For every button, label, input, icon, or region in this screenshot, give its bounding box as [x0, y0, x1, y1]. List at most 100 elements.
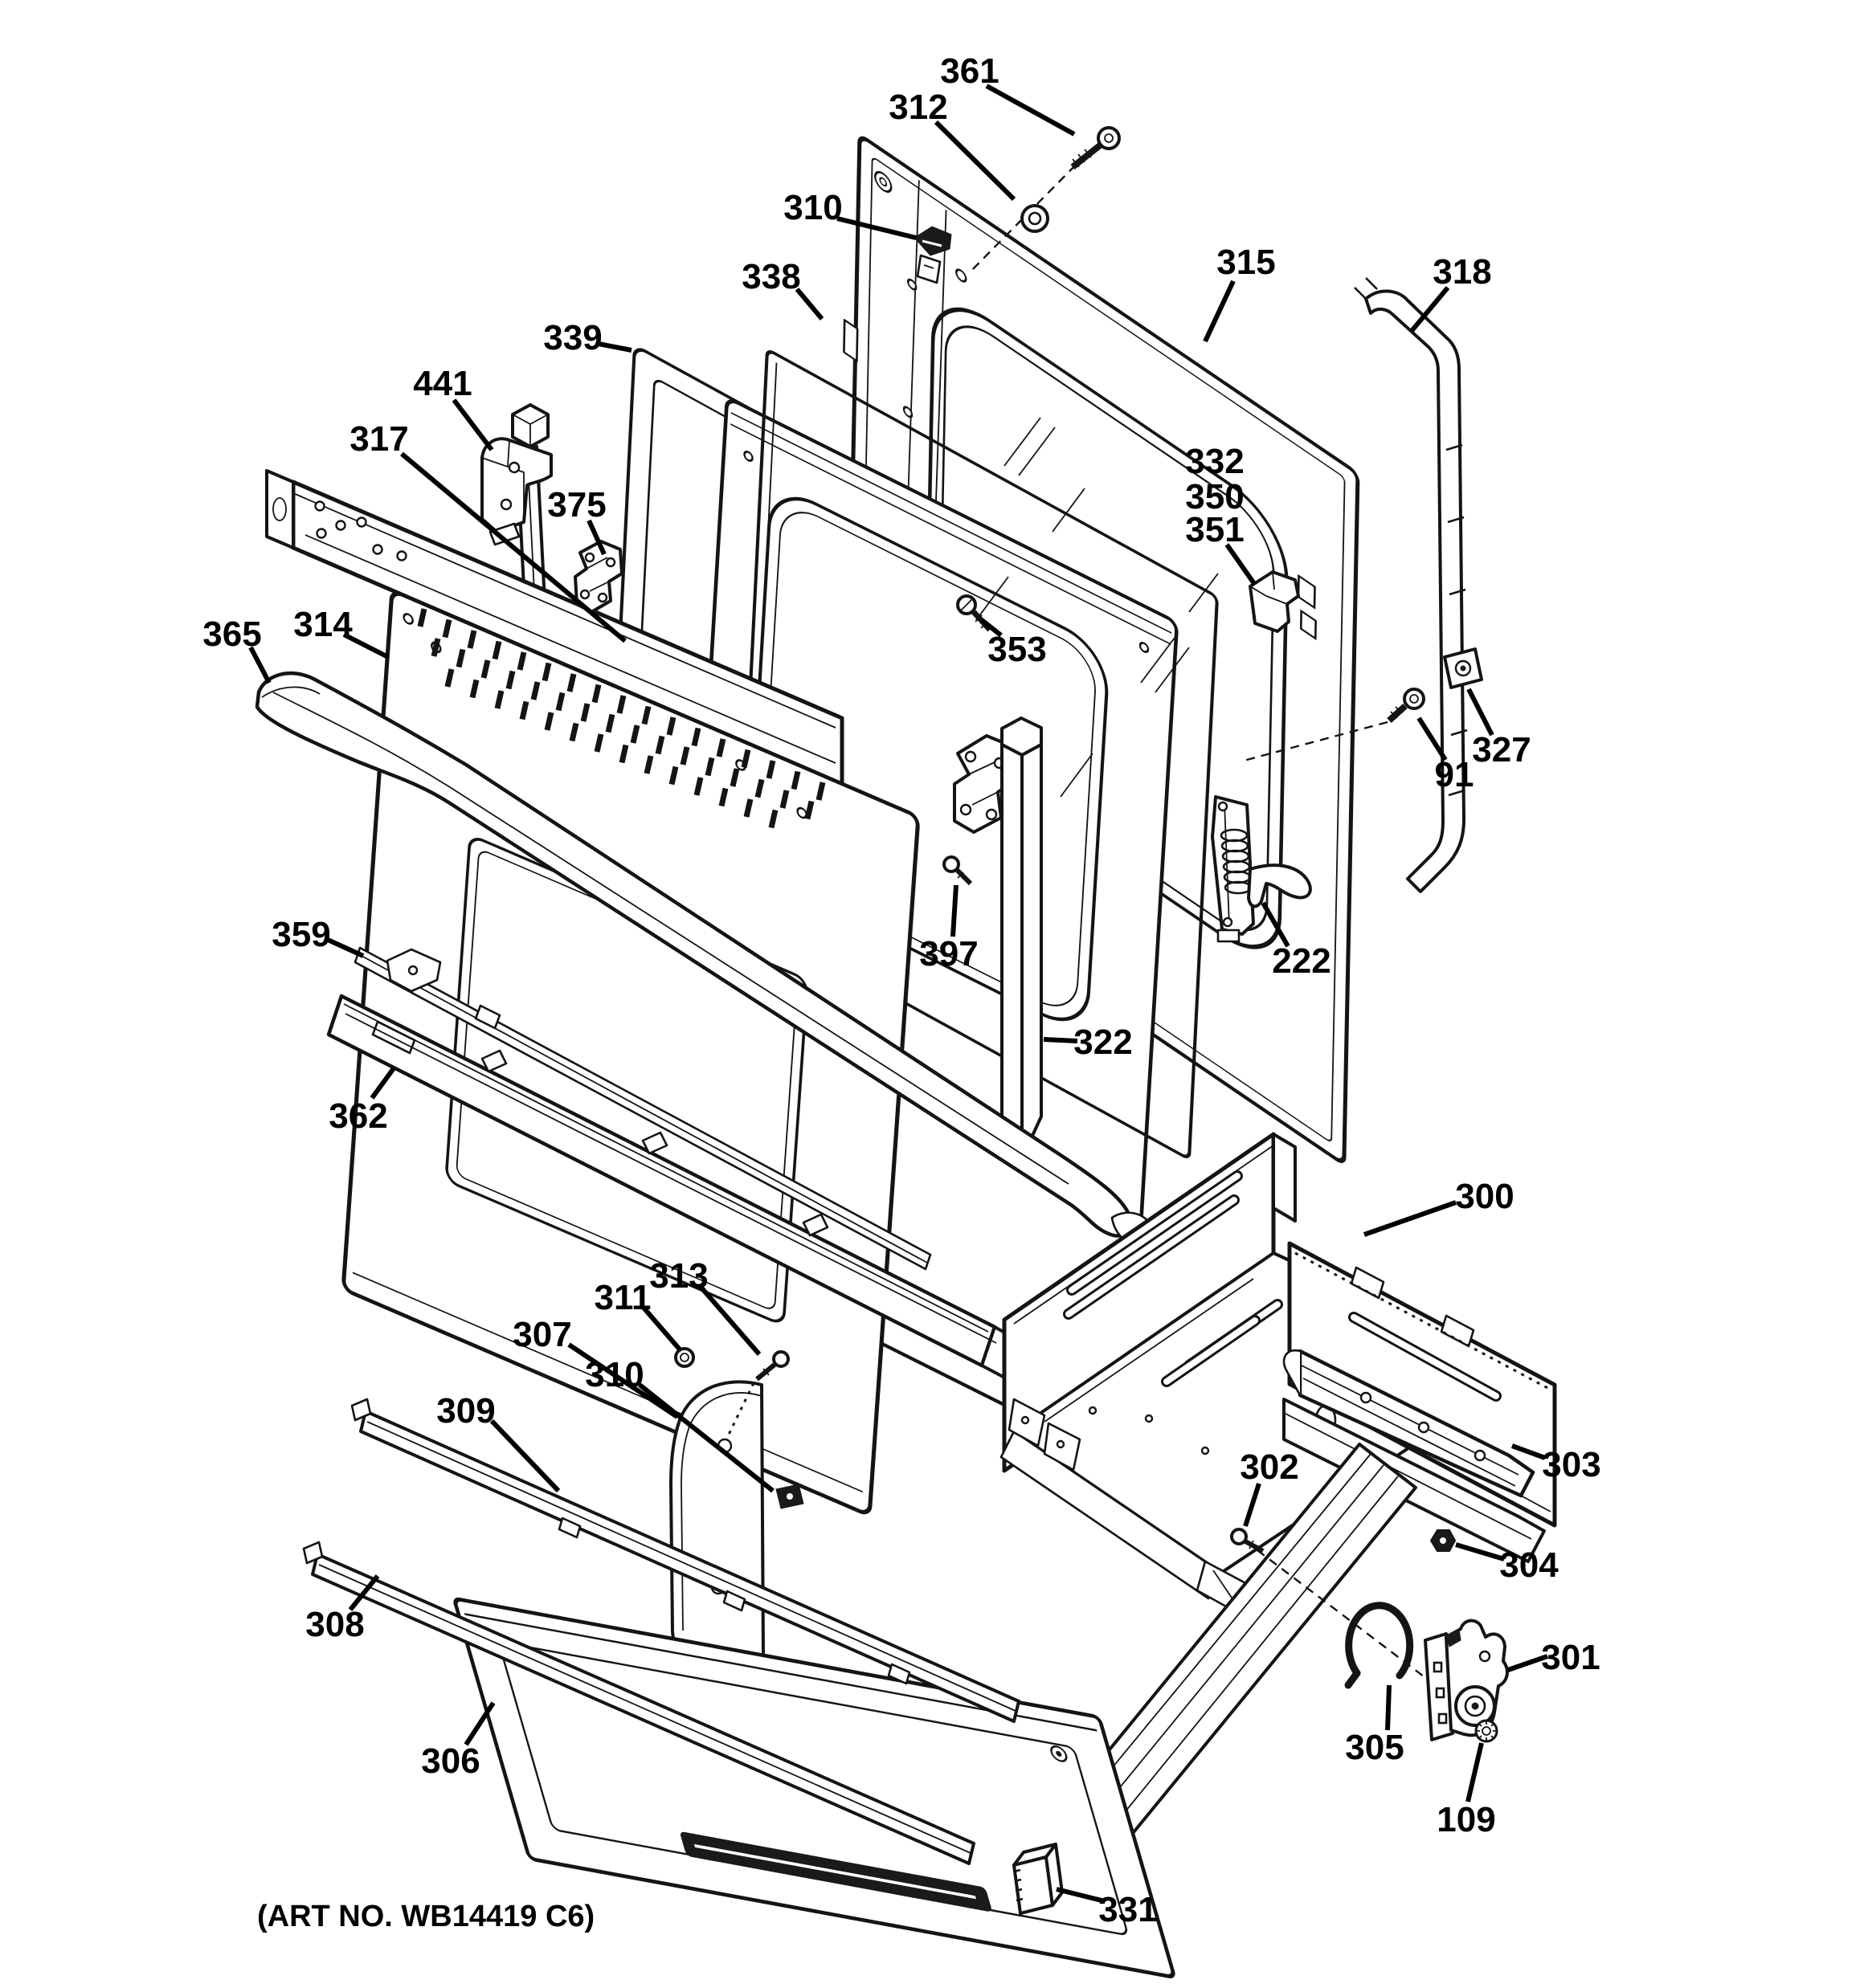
part-outline-397-screw — [942, 855, 973, 886]
leader-line-338 — [795, 288, 824, 320]
part-outline-311-nut — [674, 1347, 695, 1368]
leader-line-318 — [1409, 286, 1450, 333]
leader-line-308 — [348, 1574, 380, 1611]
art-number: (ART NO. WB14419 C6) — [257, 1900, 595, 1933]
part-outline-331-end-cap — [1012, 1843, 1064, 1915]
leader-line-331 — [1056, 1887, 1106, 1904]
part-outline-327-plate — [1443, 647, 1483, 689]
callout-label-359: 359 — [272, 915, 330, 954]
part-outline-302-screw — [1230, 1528, 1265, 1553]
callout-label-310: 310 — [783, 188, 842, 227]
part-outline-301-latch-bracket — [1424, 1619, 1509, 1741]
callout-label-350: 350 — [1185, 477, 1244, 516]
callout-label-327: 327 — [1472, 730, 1531, 769]
leader-line-375 — [587, 519, 607, 556]
leader-line-322 — [1043, 1037, 1078, 1043]
callout-label-301: 301 — [1541, 1638, 1600, 1677]
callout-label-441: 441 — [413, 364, 472, 403]
callout-label-304: 304 — [1499, 1545, 1559, 1585]
leader-line-314 — [342, 632, 390, 659]
part-outline-332-350-351-latch-keeper — [1249, 570, 1300, 633]
callout-label-331: 331 — [1098, 1890, 1157, 1929]
leader-line-301 — [1507, 1654, 1548, 1672]
callout-label-351: 351 — [1185, 510, 1244, 549]
callout-label-338: 338 — [742, 257, 800, 296]
part-outline-313-screw — [755, 1350, 790, 1382]
callout-label-362: 362 — [329, 1096, 387, 1136]
part-outline-91-screw — [1243, 688, 1425, 762]
leader-line-353 — [980, 618, 1003, 638]
callout-label-313: 313 — [649, 1256, 708, 1296]
leader-line-312 — [934, 120, 1016, 202]
part-outline-375-bracket — [574, 540, 623, 614]
callout-label-314: 314 — [293, 605, 353, 644]
callout-label-310: 310 — [585, 1355, 644, 1394]
leader-line-359 — [326, 937, 365, 958]
part-outline-310-clip-lower — [775, 1484, 804, 1509]
callout-label-91: 91 — [1435, 755, 1474, 794]
part-outline-109-lock-washer — [1474, 1719, 1498, 1743]
part-outline-222-hinge — [1211, 795, 1312, 943]
callout-label-306: 306 — [421, 1741, 480, 1781]
callout-label-109: 109 — [1437, 1800, 1495, 1839]
callout-label-315: 315 — [1216, 243, 1275, 282]
assembly-axis-latch — [1257, 1549, 1461, 1705]
callout-label-361: 361 — [940, 51, 999, 91]
leader-line-313 — [698, 1285, 762, 1356]
callout-label-309: 309 — [436, 1391, 495, 1431]
part-outline-308-trim-rail — [302, 1541, 975, 1865]
part-outline-441-bracket — [480, 437, 553, 546]
callout-label-222: 222 — [1272, 941, 1330, 981]
leader-line-305 — [1385, 1684, 1392, 1731]
leader-line-304 — [1455, 1542, 1505, 1561]
part-outline-305-c-ring — [1344, 1602, 1414, 1689]
callout-label-305: 305 — [1345, 1728, 1404, 1767]
callout-label-307: 307 — [513, 1315, 571, 1354]
part-outline-307-gusset — [669, 1380, 765, 1668]
callout-label-353: 353 — [987, 630, 1046, 669]
part-outline-303-slide-rail — [1282, 1349, 1535, 1498]
callout-label-312: 312 — [889, 88, 947, 127]
part-outline-304-nut — [1429, 1529, 1457, 1552]
part-outline-310-latch-upper — [914, 226, 952, 284]
leader-line-222 — [1261, 901, 1290, 948]
part-outline-317-top-trim — [265, 469, 844, 786]
callout-label-303: 303 — [1542, 1445, 1600, 1484]
callout-label-339: 339 — [543, 318, 602, 357]
leader-line-441 — [452, 398, 494, 451]
part-outline-312-washer — [1020, 204, 1049, 233]
leader-line-317 — [400, 451, 627, 643]
part-outline-318-gasket — [1354, 277, 1468, 893]
leader-line-397 — [950, 884, 959, 937]
leader-line-327 — [1466, 688, 1494, 737]
leader-line-300 — [1363, 1200, 1457, 1237]
leader-line-365 — [248, 646, 272, 684]
leader-line-303 — [1510, 1443, 1547, 1460]
leader-line-311 — [641, 1306, 682, 1351]
leader-line-109 — [1465, 1742, 1484, 1802]
part-outline-309-trim-rail — [350, 1398, 1020, 1723]
part-outline-359-clip-rail — [354, 946, 932, 1271]
leader-line-310 — [836, 216, 917, 240]
callout-label-318: 318 — [1433, 252, 1491, 292]
leader-line-91 — [1416, 716, 1448, 761]
leader-line-315 — [1203, 280, 1236, 343]
leader-line-307 — [567, 1342, 679, 1419]
part-outline-361-screw — [1070, 126, 1121, 170]
part-outline-300-drawer-body — [999, 1132, 1557, 1600]
callout-label-332: 332 — [1185, 442, 1244, 481]
callout-label-311: 311 — [595, 1278, 652, 1317]
leader-line-306 — [464, 1701, 496, 1746]
leader-line-309 — [489, 1419, 561, 1493]
callout-label-317: 317 — [349, 419, 408, 459]
vent-grille — [417, 608, 826, 829]
callout-label-365: 365 — [202, 614, 261, 654]
leader-line-339 — [598, 341, 632, 353]
part-outline-338-door-glass — [738, 349, 1219, 1159]
callout-label-302: 302 — [1240, 1447, 1298, 1487]
callout-label-308: 308 — [305, 1605, 364, 1644]
leader-line-362 — [370, 1067, 396, 1100]
